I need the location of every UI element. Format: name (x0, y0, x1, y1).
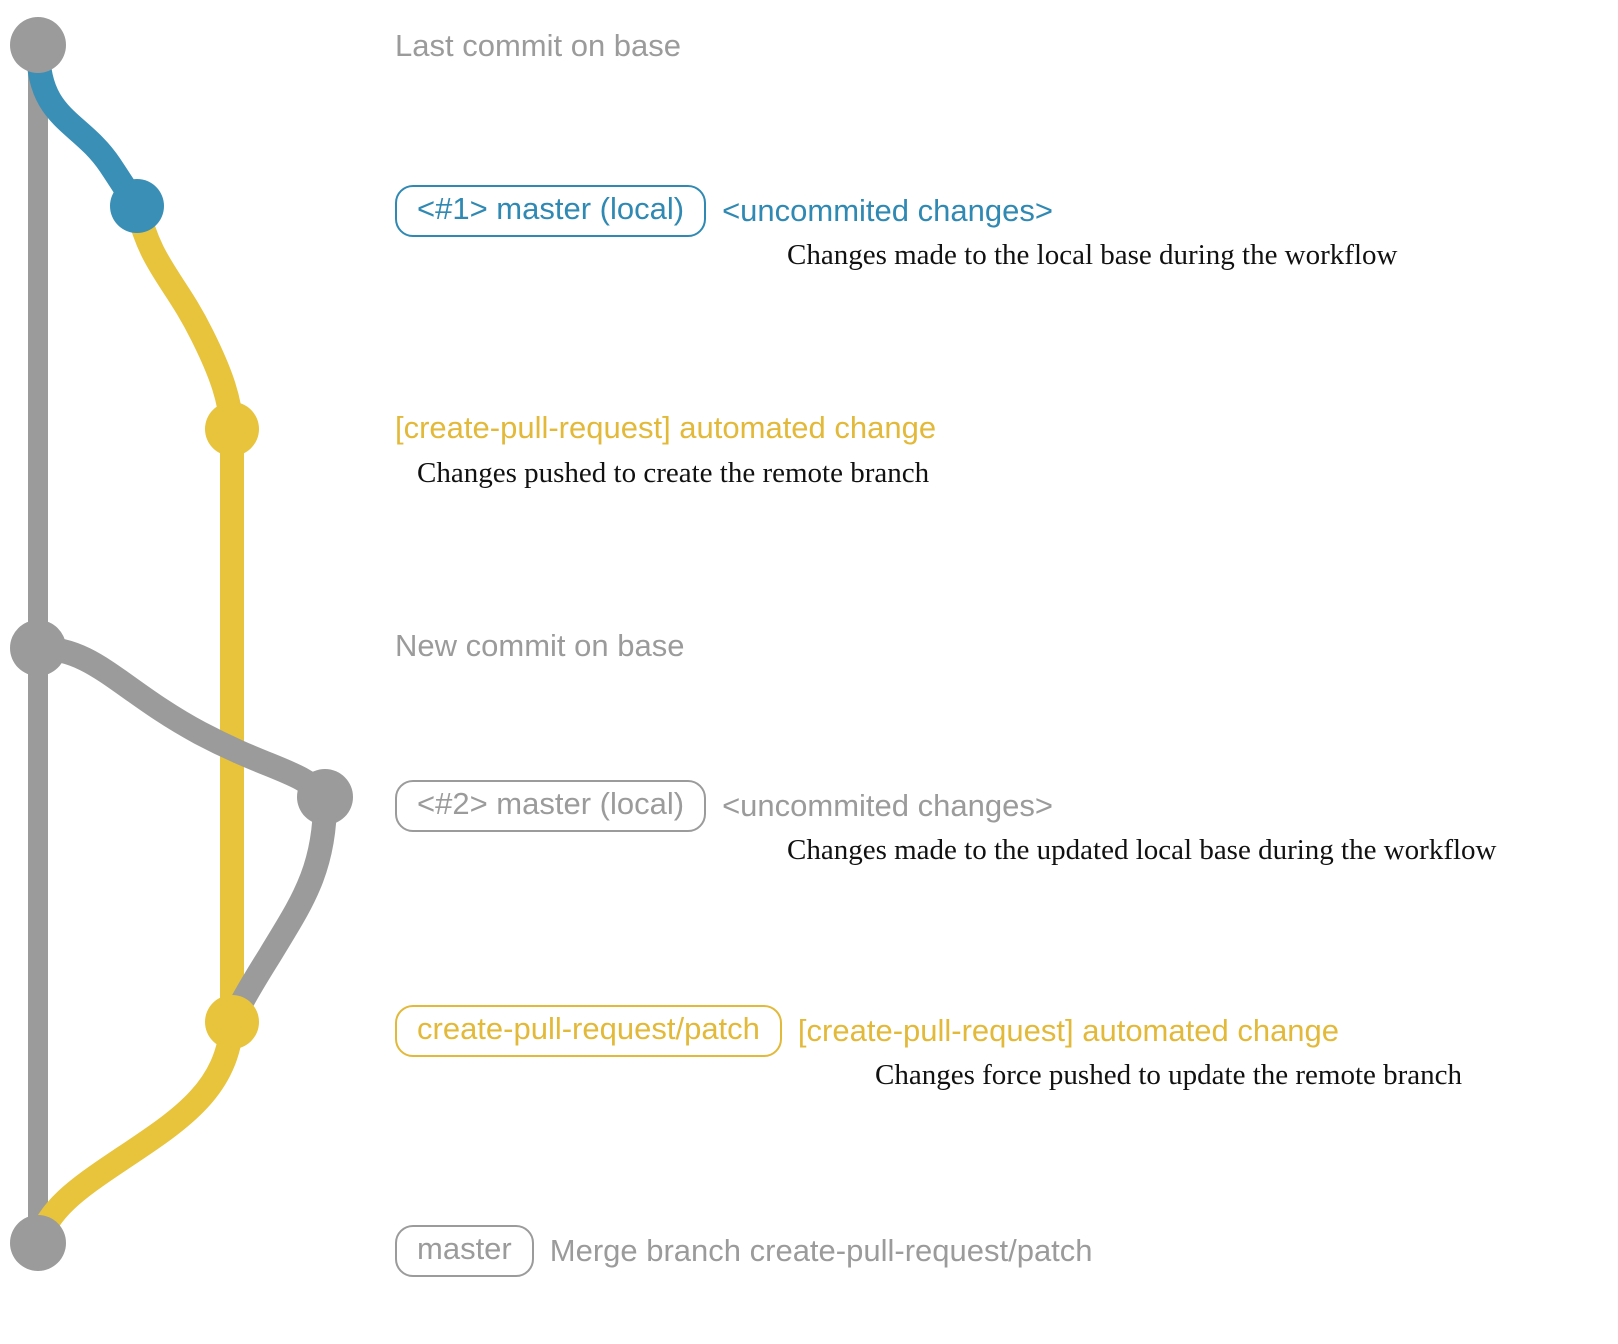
ref-badge-create-pull-request-patch[interactable]: create-pull-request/patch (395, 1005, 782, 1057)
row-last-commit-on-base: Last commit on base (395, 28, 682, 63)
edge-base-to-local-2 (26, 636, 337, 809)
ref-badge-master-local-2[interactable]: <#2> master (local) (395, 780, 707, 832)
commit-subject-merge-master: Merge branch create-pull-request/patch (549, 1232, 1093, 1268)
row-automated-change-1: [create-pull-request] automated change (395, 410, 937, 445)
note-automated-change-1: Changes pushed to create the remote bran… (417, 457, 930, 489)
commit-node-automated-change-2[interactable] (205, 995, 259, 1049)
row-master-local-1: <#1> master (local) <uncommited changes> (395, 185, 1053, 237)
ref-badge-master-local-1[interactable]: <#1> master (local) (395, 185, 707, 237)
row-automated-change-2: create-pull-request/patch [create-pull-r… (395, 1005, 1339, 1057)
ref-badge-master[interactable]: master (395, 1225, 534, 1277)
commit-subject-new-commit-on-base: New commit on base (395, 628, 685, 663)
commit-node-automated-change-1[interactable] (205, 402, 259, 456)
commit-node-merge-master[interactable] (10, 1215, 66, 1271)
commit-node-master-local-1[interactable] (110, 179, 164, 233)
note-master-local-1: Changes made to the local base during th… (787, 239, 1398, 271)
note-automated-change-2: Changes force pushed to update the remot… (875, 1059, 1463, 1091)
commit-subject-automated-change-2: [create-pull-request] automated change (797, 1012, 1340, 1048)
note-master-local-2: Changes made to the updated local base d… (787, 834, 1497, 866)
commit-subject-master-local-2: <uncommited changes> (722, 787, 1053, 823)
commit-node-master-local-2[interactable] (297, 769, 353, 825)
annotation-column: Last commit on base <#1> master (local) … (395, 0, 1618, 1344)
edge-patch-to-merge (26, 1010, 244, 1255)
row-merge-master: master Merge branch create-pull-request/… (395, 1225, 1093, 1277)
commit-subject-master-local-1: <uncommited changes> (722, 192, 1053, 228)
row-master-local-2: <#2> master (local) <uncommited changes> (395, 780, 1053, 832)
git-graph (10, 17, 353, 1271)
edge-base-to-local-1 (26, 36, 149, 218)
commit-node-new-commit-on-base[interactable] (10, 620, 66, 676)
edge-local-1-to-patch-1 (125, 194, 244, 441)
commit-subject-last-commit-on-base: Last commit on base (395, 28, 682, 63)
commit-subject-automated-change-1: [create-pull-request] automated change (395, 410, 937, 445)
row-new-commit-on-base: New commit on base (395, 628, 685, 663)
edge-local-2-to-patch-2 (220, 785, 338, 1034)
commit-node-last-commit-on-base[interactable] (10, 17, 66, 73)
